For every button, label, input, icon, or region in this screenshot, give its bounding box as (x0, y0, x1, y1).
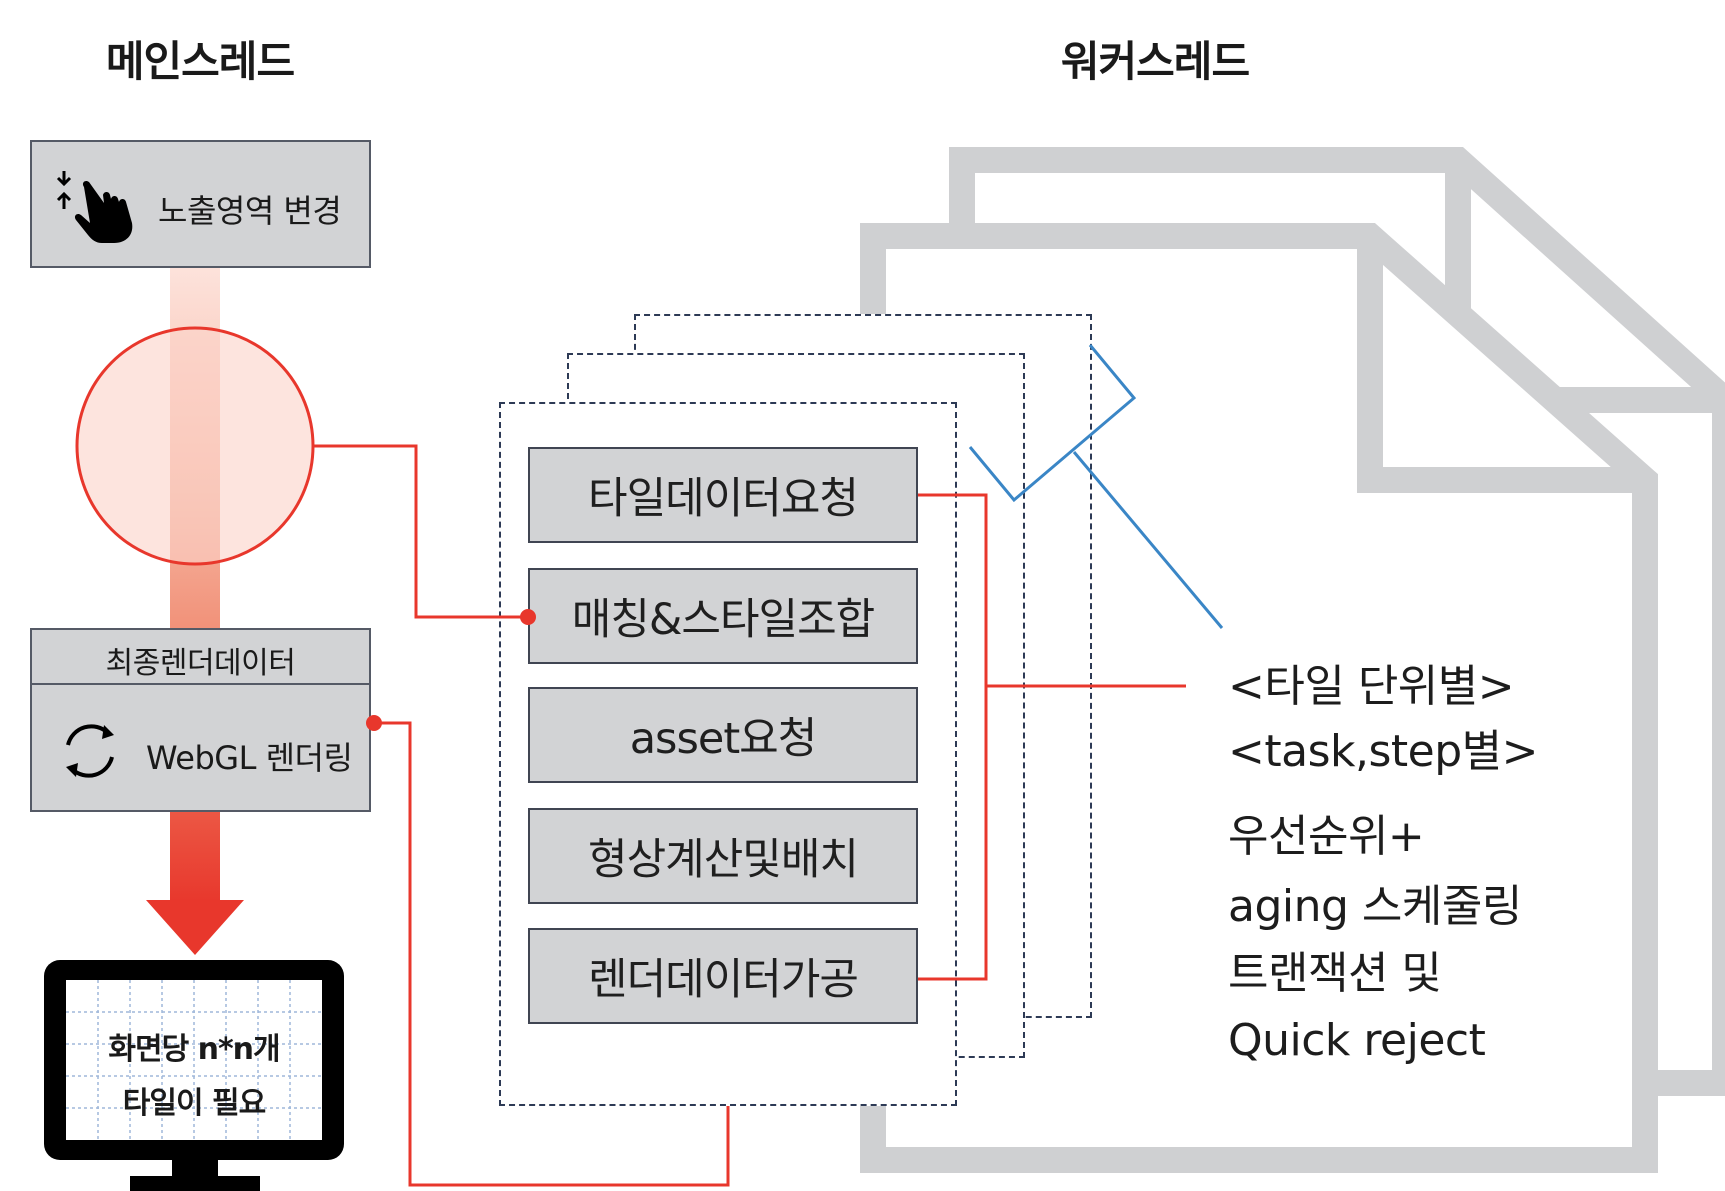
note-task-step: <task,step별> (1228, 726, 1539, 777)
final-render-data-label: 최종렌더데이터 (105, 646, 296, 681)
pinch-hand-icon (48, 165, 140, 245)
highlight-circle (75, 326, 315, 566)
note-tile-unit: <타일 단위별> (1228, 661, 1515, 712)
monitor-text-line1: 화면당 n*n개 (108, 1032, 280, 1067)
note-transaction: 트랜잭션 및 (1228, 948, 1442, 999)
down-arrow-icon (146, 900, 244, 955)
main-thread-heading: 메인스레드 (105, 37, 295, 86)
step-tile-data-request: 타일데이터요청 (528, 447, 918, 543)
monitor-icon (44, 960, 344, 1191)
viewport-change-box (30, 140, 371, 268)
step-matching-style: 매칭&스타일조합 (528, 568, 918, 664)
note-priority: 우선순위+ (1228, 811, 1425, 862)
webgl-rendering-label: WebGL 렌더링 (146, 739, 353, 777)
step-geometry-layout: 형상계산및배치 (528, 808, 918, 904)
step-render-data-processing: 렌더데이터가공 (528, 928, 918, 1024)
final-render-divider (30, 683, 371, 685)
monitor-text-line2: 타일이 필요 (122, 1086, 266, 1121)
worker-thread-heading: 워커스레드 (1060, 37, 1250, 86)
viewport-change-label: 노출영역 변경 (158, 192, 342, 230)
refresh-cycle-icon (54, 715, 126, 787)
note-quick-reject: Quick reject (1228, 1015, 1486, 1066)
note-aging-scheduling: aging 스케줄링 (1228, 881, 1522, 932)
step-asset-request: asset요청 (528, 687, 918, 783)
